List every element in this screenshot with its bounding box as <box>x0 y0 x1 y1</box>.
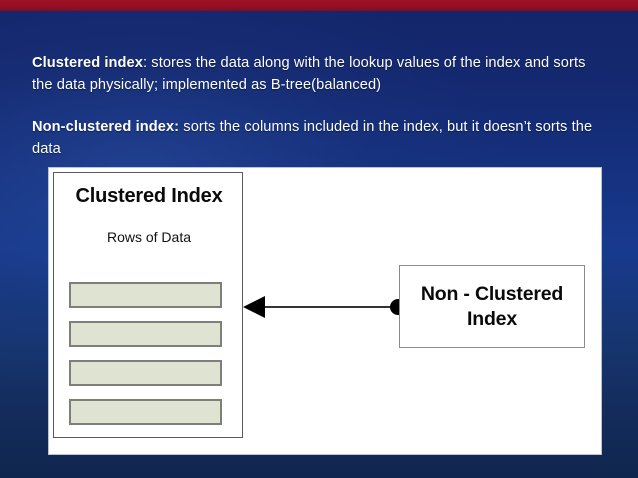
data-row <box>69 282 222 308</box>
accent-top-bar-sheen <box>0 0 638 4</box>
nonclustered-index-title-line-2: Index <box>467 307 517 330</box>
paragraph-1-body: : stores the data along with the lookup … <box>32 55 586 93</box>
data-row <box>69 321 222 347</box>
nonclustered-index-title-line-1: Non - Clustered <box>420 282 564 305</box>
accent-top-bar <box>0 0 638 11</box>
data-row <box>69 399 222 425</box>
paragraph-clustered-index: Clustered index: stores the data along w… <box>32 53 604 96</box>
paragraph-2-body: sorts the columns included in the index,… <box>32 119 593 157</box>
clustered-index-card: Clustered Index Rows of Data <box>53 172 243 438</box>
diagram-panel: Clustered Index Rows of Data Non - Clust… <box>49 168 601 454</box>
clustered-index-title: Clustered Index <box>75 185 223 207</box>
paragraph-1-lead: Clustered index <box>32 55 143 71</box>
paragraph-nonclustered-index: Non-clustered index: sorts the columns i… <box>32 117 604 160</box>
connector-arrow <box>243 296 404 318</box>
nonclustered-index-card: Non - Clustered Index <box>399 265 585 348</box>
data-row <box>69 360 222 386</box>
arrowhead-icon <box>243 296 265 318</box>
paragraph-2-lead: Non-clustered index: <box>32 119 180 135</box>
rows-of-data-label: Rows of Data <box>106 229 192 245</box>
